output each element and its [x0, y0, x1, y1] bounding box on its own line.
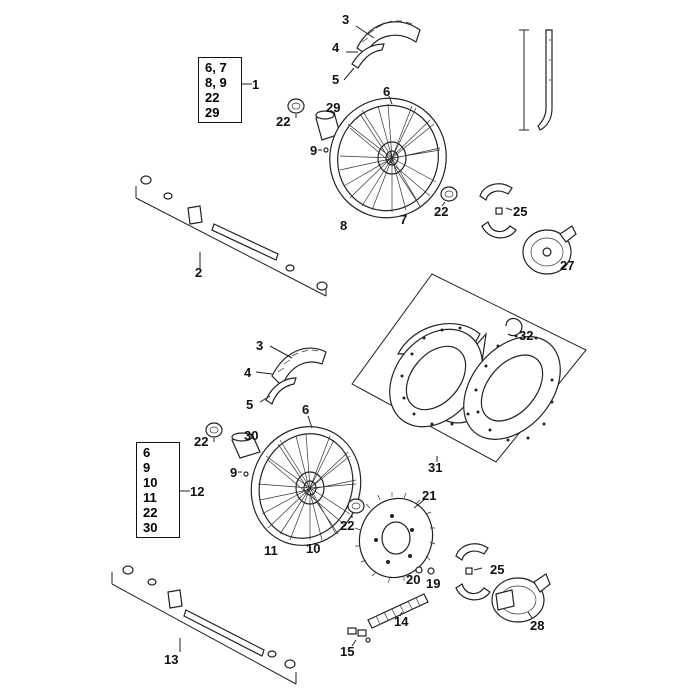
bearing-top-right [440, 186, 458, 202]
callout-4-top: 4 [332, 40, 340, 55]
callout-25-bottom: 25 [490, 562, 504, 577]
callout-22-bottom-left: 22 [194, 434, 208, 449]
rim-bottom [250, 426, 362, 546]
callout-22-top-right: 22 [434, 204, 448, 219]
bearing-top-left [287, 98, 305, 114]
callout-6-top: 6 [383, 84, 390, 99]
callout-6-bottom: 6 [302, 402, 309, 417]
tire-top [356, 20, 421, 55]
callout-8: 8 [340, 218, 347, 233]
callout-30: 30 [244, 428, 258, 443]
callout-22-bottom-right: 22 [340, 518, 354, 533]
callout-3-bottom: 3 [256, 338, 263, 353]
callout-1: 1 [252, 77, 259, 92]
axle-top [135, 175, 328, 297]
group-box-12-line: 9 [143, 460, 151, 475]
group-box-12: 6 9 10 11 22 30 [136, 442, 180, 538]
callout-13: 13 [164, 652, 178, 667]
callout-4-bottom: 4 [244, 365, 252, 380]
group-box-12-line: 6 [143, 445, 151, 460]
callout-28: 28 [530, 618, 544, 633]
rim-top [329, 97, 447, 219]
bolt-bottom [243, 471, 249, 477]
group-box-1-line: 8, 9 [205, 75, 227, 90]
brake-plate-top [522, 225, 577, 275]
gasket-panel [351, 273, 587, 463]
callout-9-top: 9 [310, 143, 317, 158]
bolt-top [323, 147, 329, 153]
callout-20: 20 [406, 572, 420, 587]
callout-25-top: 25 [513, 204, 527, 219]
axle-bottom [111, 565, 297, 685]
callout-29: 29 [326, 100, 340, 115]
callout-15: 15 [340, 644, 354, 659]
callout-22-top-left: 22 [276, 114, 290, 129]
callout-19: 19 [426, 576, 440, 591]
bearing-bottom-right [347, 498, 365, 514]
group-box-1-line: 29 [205, 105, 220, 120]
callout-10: 10 [306, 541, 320, 556]
bearing-bottom-left [205, 422, 223, 438]
callout-32: 32 [519, 328, 533, 343]
tube-top [351, 43, 385, 69]
callout-9-bottom: 9 [230, 465, 237, 480]
callout-5-bottom: 5 [246, 397, 253, 412]
group-box-1: 6, 7 8, 9 22 29 [198, 57, 242, 123]
group-box-12-line: 30 [143, 520, 158, 535]
master-link [347, 627, 371, 643]
brake-shoes-top [479, 183, 517, 239]
group-box-12-line: 10 [143, 475, 158, 490]
tube-bottom [265, 377, 297, 405]
sprocket [354, 492, 436, 584]
nut-20 [415, 566, 423, 574]
spoke-tool [519, 29, 553, 131]
callout-12: 12 [190, 484, 204, 499]
callout-14: 14 [394, 614, 409, 629]
callout-7: 7 [400, 212, 407, 227]
callout-11: 11 [264, 543, 278, 558]
spacer-bottom [231, 432, 261, 459]
spacer-top [315, 110, 341, 141]
group-box-12-line: 11 [143, 490, 157, 505]
chain [367, 593, 429, 629]
callout-27: 27 [560, 258, 574, 273]
bolt-19 [427, 567, 435, 575]
group-box-12-line: 22 [143, 505, 158, 520]
callout-31: 31 [428, 460, 442, 475]
callout-5-top: 5 [332, 72, 339, 87]
group-box-1-line: 22 [205, 90, 220, 105]
group-box-1-line: 6, 7 [205, 60, 227, 75]
brake-plate-bottom [491, 573, 551, 623]
callout-3-top: 3 [342, 12, 349, 27]
callout-2: 2 [195, 265, 202, 280]
tire-bottom [271, 347, 327, 388]
brake-shoes-bottom [455, 543, 491, 601]
callout-21: 21 [422, 488, 436, 503]
